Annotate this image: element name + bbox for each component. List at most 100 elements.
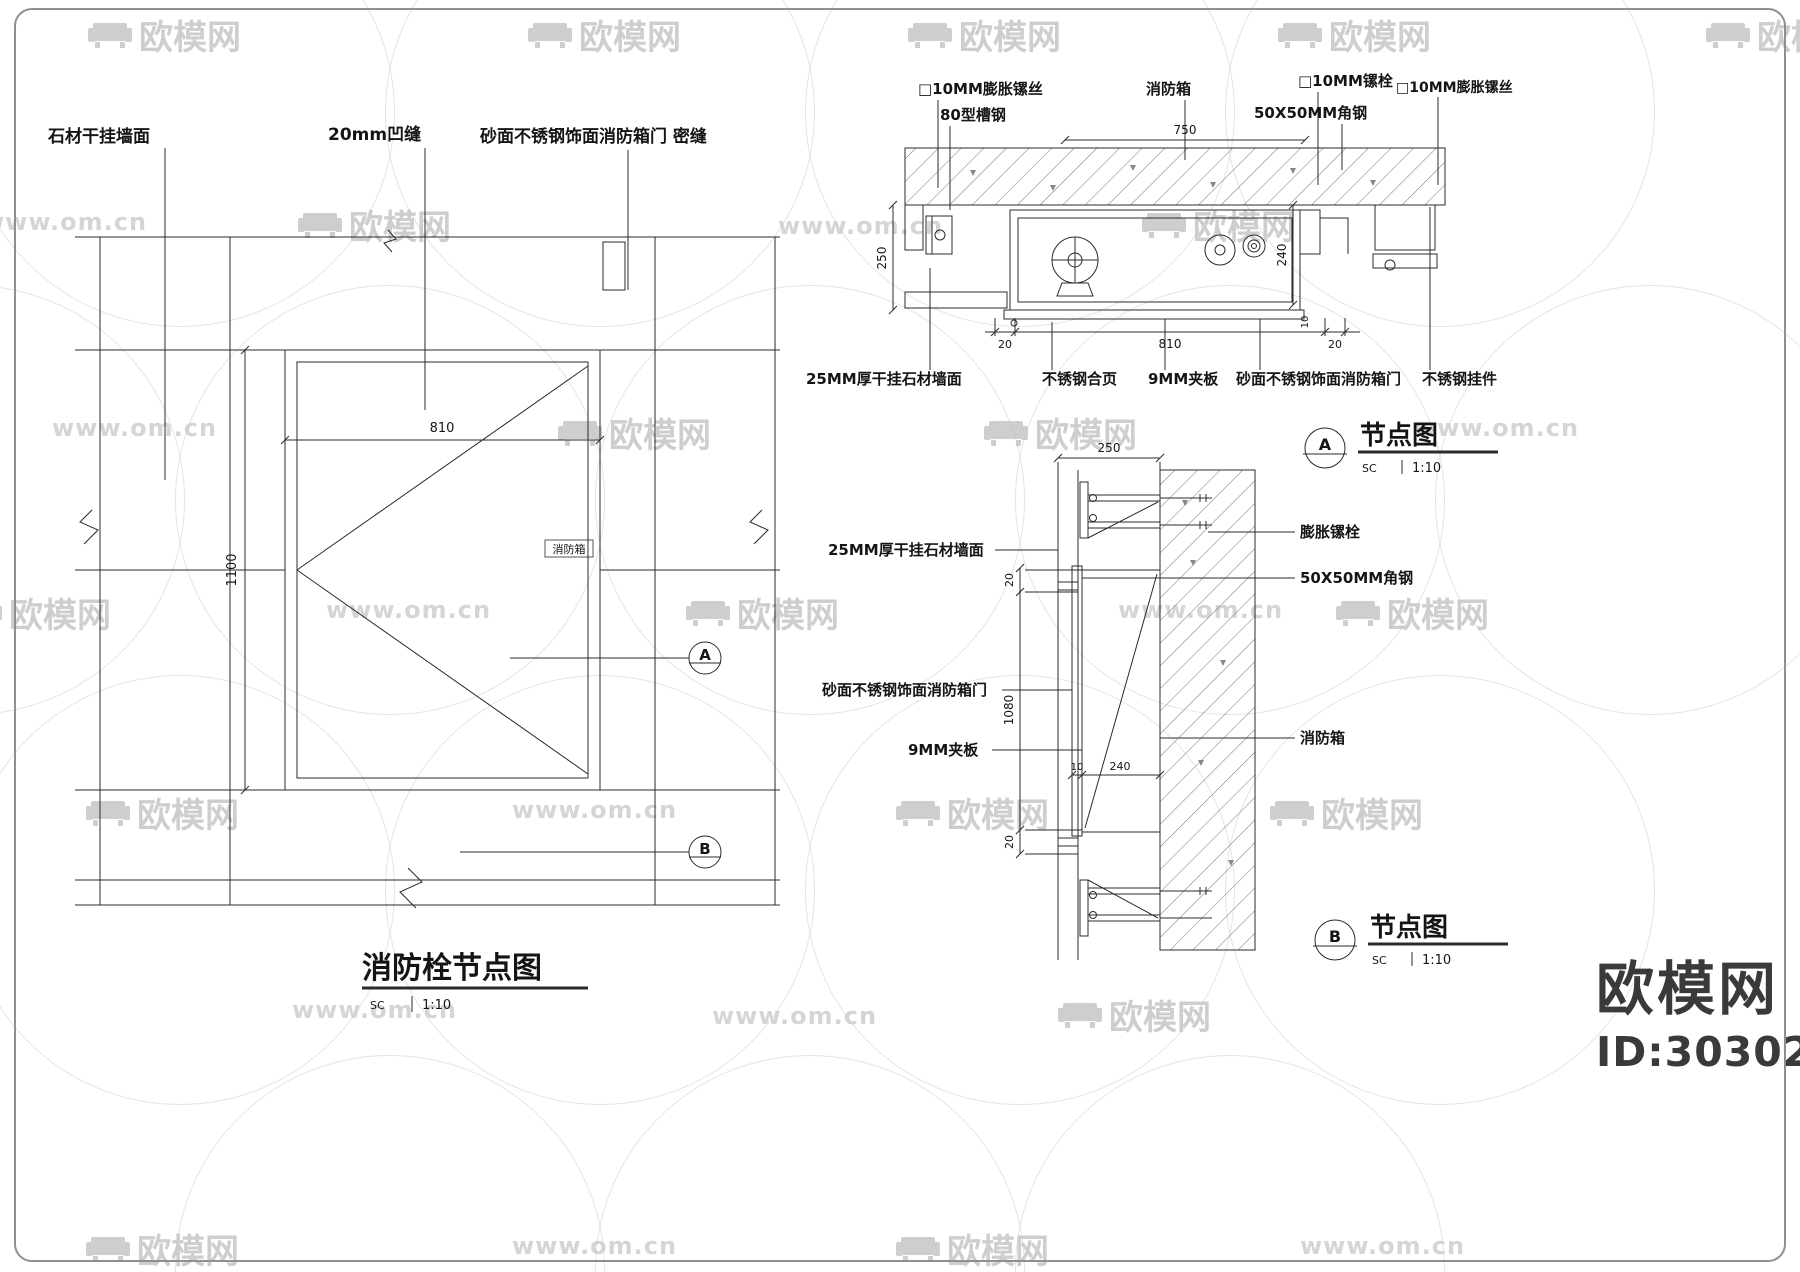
watermark-logo: 欧模网 (528, 10, 681, 59)
detail-a-wall-hatch (905, 148, 1445, 205)
detail-b-callout-plywood: 9MM夹板 (908, 741, 979, 759)
sofa-icon (1706, 22, 1750, 48)
elevation-dim-810: 810 (430, 421, 455, 436)
detail-b-linework (992, 453, 1508, 966)
detail-a-scale-prefix: SC (1362, 462, 1377, 475)
watermark-logo: 欧模网 (86, 1224, 239, 1272)
detail-a-marker: A (1319, 435, 1332, 454)
sofa-icon (908, 22, 952, 48)
watermark-logo: 欧模网 (908, 10, 1061, 59)
sofa-icon (686, 600, 730, 626)
elevation-dim-1100: 1100 (225, 553, 240, 586)
watermark-brand-text: 欧模网 (1035, 416, 1137, 456)
detail-a-callout-door: 砂面不锈钢饰面消防箱门 (1236, 370, 1401, 388)
watermark-brand-text: 欧模网 (947, 796, 1049, 836)
elevation-drawing: 石材干挂墙面 20mm凹缝 砂面不锈钢饰面消防箱门 密缝 810 1100 消防… (47, 124, 780, 1013)
detail-a-concrete-marks (970, 165, 1376, 191)
watermark-brand-text: 欧模网 (1757, 18, 1800, 58)
detail-a-dim-240: 240 (1275, 244, 1289, 267)
watermark-brand-text: 欧模网 (139, 18, 241, 58)
detail-b-drawing: 250 20 1080 20 10 240 25MM厚干挂石材墙面 砂面不锈钢饰… (822, 441, 1508, 968)
sofa-icon (0, 605, 2, 620)
elevation-scale-prefix: SC (370, 999, 385, 1012)
sofa-icon (1270, 800, 1314, 826)
watermark-url: www.om.cn (1300, 1232, 1466, 1260)
sofa-icon (528, 22, 572, 48)
detail-a-callout-screw-right: □10MM膨胀镙丝 (1396, 79, 1513, 96)
detail-a-callout-angle: 50X50MM角钢 (1254, 104, 1367, 122)
detail-b-wall-hatch (1160, 470, 1255, 950)
detail-b-callout-box: 消防箱 (1300, 729, 1345, 747)
site-id: ID:3030294 (1596, 1028, 1800, 1076)
watermark-logo: 欧模网 (1278, 10, 1431, 59)
elevation-callout-door-seam: 砂面不锈钢饰面消防箱门 密缝 (480, 126, 707, 147)
sofa-icon (86, 1236, 130, 1262)
detail-b-callout-stone: 25MM厚干挂石材墙面 (828, 541, 984, 559)
detail-a-callout-screw-left: □10MM膨胀镙丝 (918, 80, 1043, 98)
watermark-brand-text: 欧模网 (959, 18, 1061, 58)
detail-b-dim-1080: 1080 (1002, 695, 1016, 726)
detail-a-linework (888, 92, 1498, 474)
watermark-logo: 欧模网 (0, 588, 111, 637)
watermark-url: www.om.cn (512, 796, 678, 824)
elevation-scale: 1:10 (422, 998, 451, 1013)
detail-a-drawing: □10MM膨胀镙丝 80型槽钢 消防箱 □10MM镙栓 50X50MM角钢 □1… (806, 72, 1513, 476)
detail-a-callout-bolt: □10MM镙栓 (1298, 72, 1393, 90)
watermark-logo: 欧模网 (1706, 10, 1800, 59)
watermark-logo: 欧模网 (686, 588, 839, 637)
detail-b-callout-bolt: 膨胀镙栓 (1300, 523, 1360, 541)
detail-a-callout-hanger: 不锈钢挂件 (1422, 370, 1497, 388)
detail-a-dim-810: 810 (1159, 337, 1182, 351)
detail-b-dim-240: 240 (1110, 760, 1131, 773)
watermark-logo: 欧模网 (896, 1224, 1049, 1272)
detail-b-scale-prefix: SC (1372, 954, 1387, 967)
watermark-brand-text: 欧模网 (609, 416, 711, 456)
elevation-box-label: 消防箱 (553, 542, 586, 556)
sofa-icon (298, 212, 342, 238)
watermark-logo: 欧模网 (984, 408, 1137, 457)
sofa-icon (896, 1236, 940, 1262)
detail-a-callout-channel: 80型槽钢 (940, 106, 1006, 124)
detail-b-title: 节点图 (1370, 912, 1448, 943)
site-branding: 欧模网 ID:3030294 (1596, 942, 1800, 1076)
detail-a-dim-250: 250 (875, 247, 889, 270)
detail-a-dim-10: 10 (1300, 316, 1311, 329)
watermark-logo: 欧模网 (1058, 990, 1211, 1039)
watermark-logo: 欧模网 (1270, 788, 1423, 837)
detail-a-callout-stone: 25MM厚干挂石材墙面 (806, 370, 962, 388)
watermark-logo: 欧模网 (1336, 588, 1489, 637)
detail-a-dim-20-left: 20 (998, 338, 1012, 351)
detail-b-dim-20-top: 20 (1003, 573, 1016, 587)
detail-b-callout-door: 砂面不锈钢饰面消防箱门 (822, 681, 987, 699)
detail-a-dim-750: 750 (1174, 123, 1197, 137)
detail-a-dim-20-right: 20 (1328, 338, 1342, 351)
watermark-brand-text: 欧模网 (1321, 796, 1423, 836)
detail-b-dim-250: 250 (1098, 441, 1121, 455)
elevation-marker-a: A (699, 646, 711, 664)
detail-b-dim-10: 10 (1071, 762, 1084, 773)
watermark-url: www.om.cn (52, 414, 218, 442)
watermark-url: www.om.cn (0, 208, 148, 236)
detail-b-marker: B (1329, 927, 1341, 946)
sofa-icon (896, 800, 940, 826)
elevation-linework (75, 148, 780, 1012)
detail-b-dim-20-bottom: 20 (1003, 835, 1016, 849)
detail-a-title: 节点图 (1360, 420, 1438, 451)
elevation-callout-stone-wall: 石材干挂墙面 (47, 126, 150, 147)
sofa-icon (984, 420, 1028, 446)
detail-a-callout-hinge: 不锈钢合页 (1042, 370, 1117, 388)
watermark-brand-text: 欧模网 (1387, 596, 1489, 636)
watermark-brand-text: 欧模网 (1109, 998, 1211, 1038)
watermark-logo: 欧模网 (298, 200, 451, 249)
watermark-brand-text: 欧模网 (579, 18, 681, 58)
detail-b-scale: 1:10 (1422, 953, 1451, 968)
watermark-url: www.om.cn (778, 212, 944, 240)
sofa-icon (1058, 1002, 1102, 1028)
watermark-brand-text: 欧模网 (137, 796, 239, 836)
detail-b-callout-angle: 50X50MM角钢 (1300, 569, 1413, 587)
watermark-logo: 欧模网 (896, 788, 1049, 837)
watermark-url: www.om.cn (512, 1232, 678, 1260)
watermark-brand-text: 欧模网 (349, 208, 451, 248)
elevation-marker-b: B (699, 840, 710, 858)
